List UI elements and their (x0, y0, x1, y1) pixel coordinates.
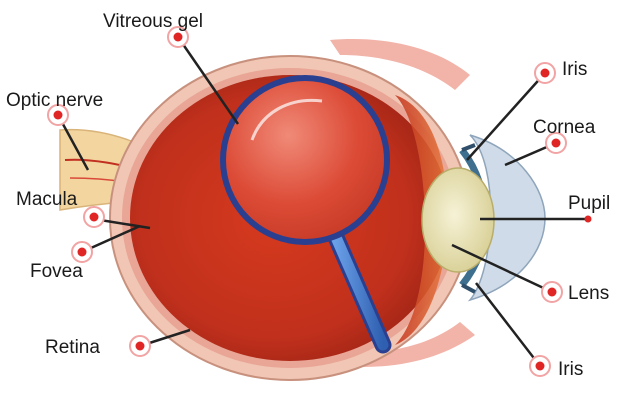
label-cornea: Cornea (533, 117, 596, 138)
macula-marker (84, 207, 104, 227)
label-iris-top: Iris (562, 59, 587, 80)
label-iris-bottom: Iris (558, 359, 583, 380)
iris-top-marker (535, 63, 555, 83)
fovea-marker (72, 242, 92, 262)
retina-marker (130, 336, 150, 356)
label-retina: Retina (45, 337, 100, 358)
label-lens: Lens (568, 283, 609, 304)
label-fovea: Fovea (30, 261, 83, 282)
label-optic-nerve: Optic nerve (6, 90, 103, 111)
label-pupil: Pupil (568, 193, 610, 214)
label-macula: Macula (16, 189, 78, 210)
pupil-marker (585, 216, 592, 223)
lens-marker (542, 282, 562, 302)
iris-bottom-marker (530, 356, 550, 376)
label-vitreous-gel: Vitreous gel (103, 11, 203, 32)
